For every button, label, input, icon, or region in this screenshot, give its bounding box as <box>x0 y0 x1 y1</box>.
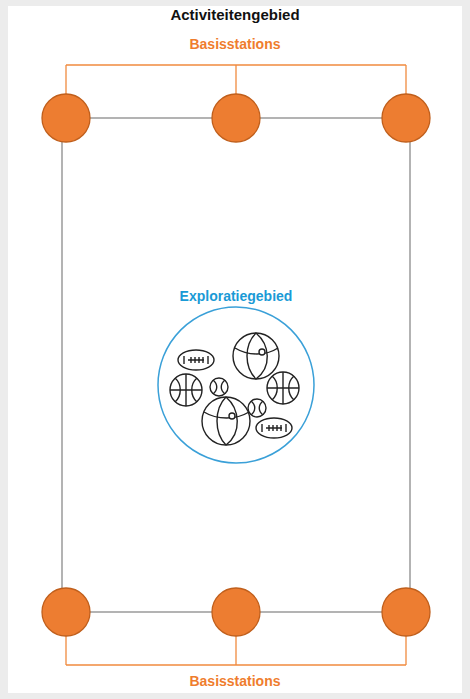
top-bracket <box>66 65 406 95</box>
exploration-area: Exploratiegebied <box>152 288 320 466</box>
balls-illustration <box>170 333 299 445</box>
bottom-bracket <box>66 636 406 665</box>
area-heading: Exploratiegebied <box>152 288 320 304</box>
base-station-circles <box>42 94 430 636</box>
area-circle <box>158 307 314 463</box>
diagram-title: Activiteitengebied <box>0 6 470 23</box>
station-label: Basisstations <box>0 673 470 689</box>
station-label: Basisstations <box>0 36 470 52</box>
area-outline-circle <box>152 288 320 466</box>
area-outline <box>62 118 410 612</box>
